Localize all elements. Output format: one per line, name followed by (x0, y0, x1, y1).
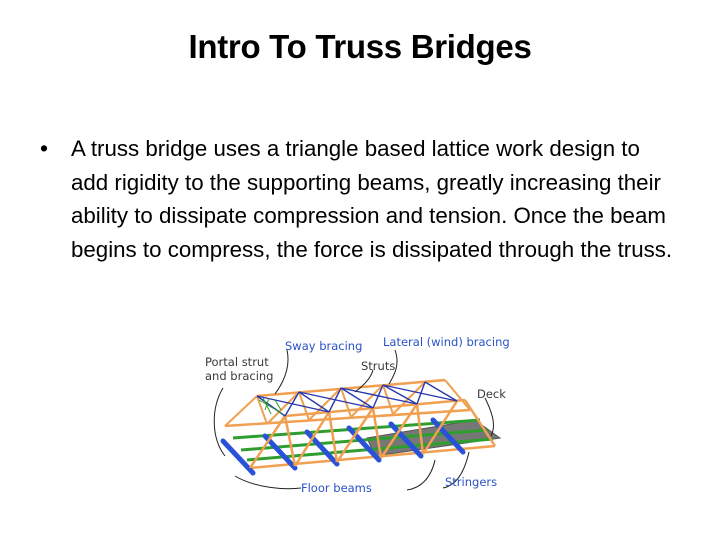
label-portal-strut-line1: Portal strut (205, 355, 269, 369)
far-truss-members (224, 379, 471, 427)
bullet-text: A truss bridge uses a triangle based lat… (71, 136, 673, 262)
leader-arrows (213, 349, 494, 491)
portal-bracing (258, 397, 284, 415)
label-floor-beams: Floor beams (301, 481, 372, 495)
slide-title: Intro To Truss Bridges (188, 28, 532, 65)
near-truss-members (248, 399, 497, 469)
truss-bridge-diagram: Sway bracing Lateral (wind) bracing Port… (205, 335, 510, 495)
bullet-marker: • (40, 135, 49, 161)
label-struts: Struts (361, 359, 395, 373)
label-stringers: Stringers (445, 475, 497, 489)
lateral-bracing (256, 381, 458, 417)
label-lateral-bracing: Lateral (wind) bracing (383, 335, 510, 349)
label-deck: Deck (477, 387, 506, 401)
label-portal-strut-line2: and bracing (205, 369, 273, 383)
label-sway-bracing: Sway bracing (285, 339, 362, 353)
